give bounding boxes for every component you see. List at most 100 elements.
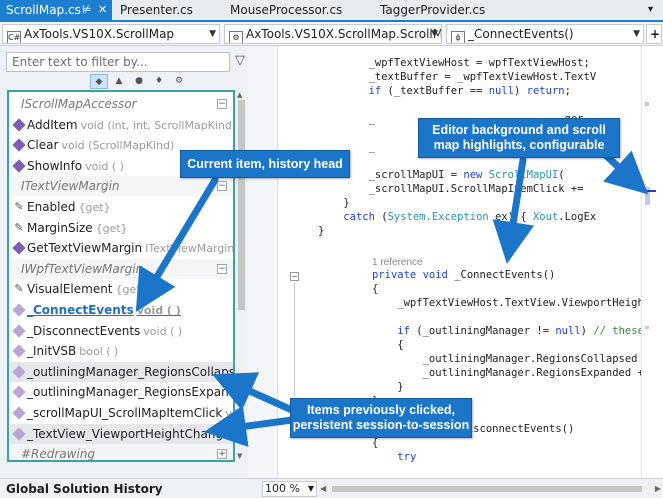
type-combo[interactable]: ⚙AxTools.VS10X.ScrollMap.ScrollMa ▼ xyxy=(224,24,442,44)
zoom-select[interactable]: 100 %▼ xyxy=(262,481,317,497)
code-line: _outliningManager.RegionsCollapsed + xyxy=(372,353,641,365)
item-label: _outliningManager_RegionsExpandedv xyxy=(27,382,233,402)
code-line: _scrollMapUI.ScrollMapItemClick += xyxy=(318,183,584,195)
history-item[interactable]: ✎MarginSize{get} xyxy=(9,218,233,238)
history-group[interactable]: IWpfTextViewMargin− xyxy=(9,258,233,279)
code-line: private void _ConnectEvents() xyxy=(372,269,556,281)
expand-icon[interactable]: + xyxy=(217,449,227,460)
collapse-icon[interactable]: − xyxy=(217,263,227,274)
tab-presenter[interactable]: Presenter.cs xyxy=(120,0,220,20)
toolbar-button-star[interactable]: ♦ xyxy=(154,76,164,86)
group-label: ITextViewMargin xyxy=(21,179,120,194)
horizontal-scrollbar[interactable]: ◀ ▶ xyxy=(318,483,663,495)
tab-label: MouseProcessor.cs xyxy=(230,3,343,17)
method-icon xyxy=(12,241,26,255)
item-name: AddItem xyxy=(27,117,78,132)
item-signature: void ( ) xyxy=(136,304,181,317)
item-name: GetTextViewMargin xyxy=(27,241,143,256)
close-icon[interactable]: ✕ xyxy=(98,3,108,16)
map-highlight xyxy=(645,187,650,205)
code-line: { xyxy=(372,283,379,295)
map-highlight xyxy=(645,326,649,329)
scroll-down-icon[interactable]: ▼ xyxy=(237,452,243,460)
property-icon: ✎ xyxy=(14,200,24,213)
member-combo[interactable]: ϕ_ConnectEvents() ▼ xyxy=(446,24,644,44)
method-icon xyxy=(12,323,26,338)
scroll-left-icon[interactable]: ◀ xyxy=(320,484,327,493)
item-name: _InitVSB xyxy=(27,344,77,359)
member-combo-value: _ConnectEvents() xyxy=(468,27,574,41)
item-label: _outliningManager_RegionsCollapsed xyxy=(27,362,233,382)
method-icon xyxy=(12,385,26,400)
code-line: _scrollMapUI = new ScrollMapUI( xyxy=(318,169,565,181)
history-item[interactable]: ✎VisualElement{get} xyxy=(9,279,233,299)
reference-codelens[interactable]: 1 reference xyxy=(372,257,423,268)
scroll-right-icon[interactable]: ▶ xyxy=(654,484,661,493)
callout-previous-items: Items previously clicked, persistent ses… xyxy=(290,398,472,438)
tab-mouseprocessor[interactable]: MouseProcessor.cs xyxy=(230,0,370,20)
project-combo[interactable]: C#AxTools.VS10X.ScrollMap ▼ xyxy=(2,24,220,44)
property-icon: ✎ xyxy=(14,282,24,296)
method-icon: ϕ xyxy=(451,31,465,43)
history-group[interactable]: #Redrawing+ xyxy=(9,444,233,460)
item-signature: {get} xyxy=(115,283,148,297)
tab-taggerprovider[interactable]: TaggerProvider.cs xyxy=(380,0,520,20)
method-icon xyxy=(12,138,26,152)
history-group[interactable]: IScrollMapAccessor − xyxy=(9,94,233,114)
split-add-button[interactable]: + xyxy=(646,24,662,44)
toolbar-button-settings[interactable]: ⚙ xyxy=(174,76,184,86)
collapse-icon[interactable]: − xyxy=(217,181,227,192)
property-icon: ✎ xyxy=(14,220,24,234)
filter-input[interactable]: Enter text to filter by... xyxy=(6,52,230,72)
history-item[interactable]: _outliningManager_RegionsExpandedv xyxy=(9,382,233,402)
history-item[interactable]: _TextView_ViewportHeightChanged xyxy=(9,423,233,444)
scroll-up-icon[interactable]: ▲ xyxy=(237,91,243,99)
history-item[interactable]: _scrollMapUI_ScrollMapItemClickvo xyxy=(9,403,233,423)
toolbar-button-home[interactable]: ◆ xyxy=(90,74,108,89)
group-label: IScrollMapAccessor xyxy=(21,97,137,111)
item-label: _scrollMapUI_ScrollMapItemClickvo xyxy=(27,403,233,423)
history-group[interactable]: ITextViewMargin − xyxy=(9,176,233,197)
code-line: } xyxy=(318,225,325,237)
code-line xyxy=(372,310,641,324)
item-name: Enabled xyxy=(27,200,76,214)
code-line xyxy=(318,98,596,112)
item-signature: bool ( ) xyxy=(79,345,119,359)
hscroll-thumb[interactable] xyxy=(332,486,642,492)
code-block-top: _wpfTextViewHost = wpfTextViewHost; _tex… xyxy=(318,56,596,238)
document-tab-bar: ScrollMap.cs ⊭ ✕ Presenter.cs MouseProce… xyxy=(0,0,663,22)
history-item[interactable]: _outliningManager_RegionsCollapsed xyxy=(9,361,233,382)
item-name: MarginSize xyxy=(27,220,93,235)
method-icon xyxy=(12,303,26,317)
navigation-bar: C#AxTools.VS10X.ScrollMap ▼ ⚙AxTools.VS1… xyxy=(0,22,663,46)
zoom-value: 100 % xyxy=(265,482,300,495)
chevron-down-icon: ▼ xyxy=(209,29,216,39)
item-name: VisualElement xyxy=(27,282,113,297)
history-item[interactable]: ✎Enabled{get} xyxy=(9,197,233,217)
history-scrollbar[interactable]: ▲ ▼ xyxy=(236,90,246,462)
method-icon xyxy=(12,159,26,173)
toolbar-button-user[interactable]: ▲ xyxy=(115,76,123,86)
scroll-map[interactable] xyxy=(641,46,663,478)
item-signature: {get} xyxy=(78,201,111,214)
tab-scrollmap[interactable]: ScrollMap.cs ⊭ ✕ xyxy=(0,0,112,20)
tab-overflow-icon[interactable]: ▾ xyxy=(648,4,654,15)
code-line: { xyxy=(372,339,404,351)
code-line: _wpfTextViewHost = wpfTextViewHost; xyxy=(318,57,590,69)
toolbar-button-record[interactable]: ● xyxy=(135,76,143,86)
scroll-thumb[interactable] xyxy=(238,100,245,310)
filter-icon[interactable]: ▽ xyxy=(235,53,245,68)
collapse-icon[interactable]: − xyxy=(217,99,227,109)
pin-icon[interactable]: ⊭ xyxy=(82,3,92,16)
collapse-icon[interactable]: − xyxy=(290,272,299,281)
